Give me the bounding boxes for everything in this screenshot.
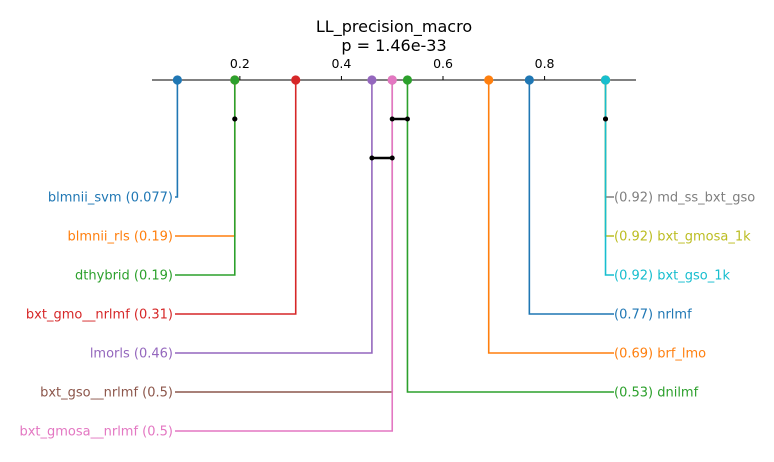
leader-line <box>175 80 179 198</box>
entry-leaders <box>175 80 614 432</box>
leader-line <box>175 80 236 276</box>
group-bar-end <box>603 116 609 122</box>
leader-line <box>175 80 394 432</box>
entry-label: (0.92) md_ss_bxt_gso <box>614 191 755 206</box>
entry-dot <box>172 75 182 85</box>
leader-line <box>528 80 614 315</box>
leader-line <box>175 80 236 237</box>
chart-title: LL_precision_macro <box>316 17 472 37</box>
entry-label: bxt_gmosa__nrlmf (0.5) <box>19 425 173 440</box>
entry-label: (0.69) brf_lmo <box>614 347 706 362</box>
entry-label: (0.92) bxt_gmosa_1k <box>614 230 751 245</box>
group-bar-end <box>232 116 238 122</box>
entry-label: blmnii_rls (0.19) <box>68 230 173 245</box>
entry-dot <box>291 75 301 85</box>
entry-label: (0.77) nrlmf <box>614 308 692 323</box>
chart-subtitle: p = 1.46e-33 <box>341 36 446 55</box>
entry-label: bxt_gmo__nrlmf (0.31) <box>26 308 173 323</box>
entry-label: lmorls (0.46) <box>90 347 173 362</box>
leader-line <box>487 80 614 354</box>
leader-line <box>604 80 614 276</box>
leader-line <box>175 80 297 315</box>
group-bar-end <box>389 155 395 161</box>
axis-tick-label: 0.2 <box>230 56 250 71</box>
entry-dots <box>172 75 611 85</box>
group-bar-end <box>369 155 375 161</box>
entry-label: bxt_gso__nrlmf (0.5) <box>40 386 173 401</box>
axis-tick-label: 0.6 <box>433 56 453 71</box>
axis-tick-label: 0.4 <box>331 56 351 71</box>
entry-dot <box>230 75 240 85</box>
leader-line <box>604 80 614 237</box>
entry-dot <box>367 75 377 85</box>
entry-label: (0.53) dnilmf <box>614 386 699 401</box>
leader-line <box>604 80 614 198</box>
axis-tick-label: 0.8 <box>535 56 555 71</box>
entry-dot <box>387 75 397 85</box>
group-bars <box>232 116 609 161</box>
entry-label: blmnii_svm (0.077) <box>48 191 173 206</box>
leader-line <box>175 80 373 354</box>
entry-dot <box>402 75 413 85</box>
leader-line <box>406 80 614 393</box>
entry-dot <box>484 75 494 85</box>
entry-label: (0.92) bxt_gso_1k <box>614 269 731 284</box>
entry-labels: blmnii_svm (0.077) blmnii_rls (0.19) dthyb… <box>19 191 755 440</box>
axis-ticks: 0.2 0.4 0.6 0.8 <box>230 56 555 80</box>
entry-dot <box>600 75 611 85</box>
group-bar-end <box>389 116 395 122</box>
entry-label: dthybrid (0.19) <box>75 269 173 284</box>
entry-dot <box>524 75 534 85</box>
group-bar-end <box>404 116 410 122</box>
